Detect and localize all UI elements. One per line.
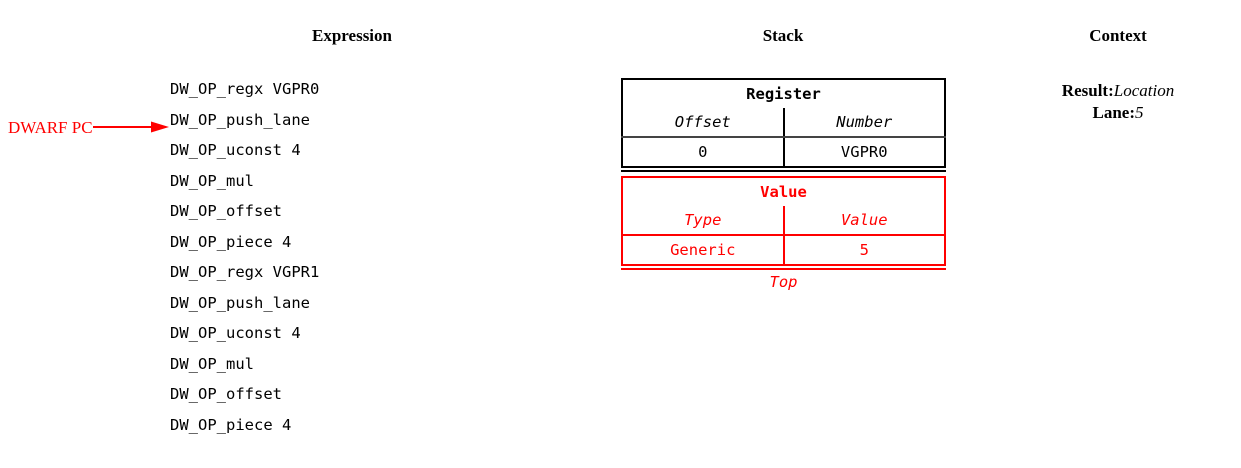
stack-entry-register: Register Offset Number 0 VGPR0	[621, 78, 946, 172]
value-column-value: Value	[783, 206, 945, 236]
value-column-type: Type	[622, 206, 785, 236]
register-column-offset: Offset	[622, 108, 785, 138]
register-title-row: Register	[622, 79, 945, 108]
register-number-value: VGPR0	[840, 143, 888, 161]
expression-line: DW_OP_piece 4	[170, 232, 292, 251]
expression-line: DW_OP_mul	[170, 171, 254, 190]
expression-list: DW_OP_regx VGPR0 DW_OP_push_lane DW_OP_u…	[170, 74, 500, 441]
column-header-context: Context	[1089, 26, 1147, 45]
register-table: Register Offset Number 0 VGPR0	[621, 78, 946, 168]
context-key-result: Result:	[1061, 81, 1114, 100]
stack-top-marker: Top	[769, 273, 798, 291]
context-value-lane: 5	[1135, 103, 1144, 122]
value-value-value: 5	[859, 241, 869, 259]
value-type-value: Generic	[622, 235, 785, 265]
register-value-row: 0 VGPR0	[622, 137, 945, 167]
context-row-result: Result:Location	[996, 80, 1240, 102]
value-table: Value Type Value Generic 5	[621, 176, 946, 266]
context-row-lane: Lane:5	[996, 102, 1240, 124]
column-header-expression: Expression	[312, 26, 392, 45]
dwarf-pc-label: DWARF PC	[8, 117, 93, 137]
register-title: Register	[746, 85, 821, 103]
expression-line: DW_OP_offset	[170, 385, 282, 404]
expression-line: DW_OP_push_lane	[170, 110, 310, 129]
expression-line: DW_OP_push_lane	[170, 293, 310, 312]
context-block: Result:Location Lane:5	[996, 80, 1240, 124]
dwarf-pc-pointer: DWARF PC	[8, 116, 171, 138]
value-title-row: Value	[622, 177, 945, 206]
value-value-row: Generic 5	[622, 235, 945, 265]
expression-line: DW_OP_regx VGPR0	[170, 80, 320, 98]
register-frame-underline	[621, 170, 946, 172]
expression-line: DW_OP_uconst 4	[170, 324, 301, 343]
column-header-stack: Stack	[762, 26, 804, 45]
right-arrow-icon	[92, 121, 169, 133]
expression-line: DW_OP_uconst 4	[170, 141, 301, 160]
register-column-number: Number	[783, 108, 945, 138]
expression-line: DW_OP_offset	[170, 202, 282, 221]
register-header-row: Offset Number	[622, 108, 945, 138]
context-key-lane: Lane:	[1092, 103, 1136, 122]
value-title: Value	[760, 183, 807, 201]
value-frame-underline	[621, 268, 946, 270]
value-header-row: Type Value	[622, 206, 945, 236]
register-offset-value: 0	[622, 137, 785, 167]
expression-line: DW_OP_piece 4	[170, 416, 292, 435]
context-value-result: Location	[1113, 81, 1175, 100]
stack-column: Register Offset Number 0 VGPR0 Value	[621, 78, 946, 293]
expression-line: DW_OP_mul	[170, 354, 254, 373]
expression-line: DW_OP_regx VGPR1	[170, 263, 320, 282]
stack-entry-value: Value Type Value Generic 5 Top	[621, 176, 946, 293]
